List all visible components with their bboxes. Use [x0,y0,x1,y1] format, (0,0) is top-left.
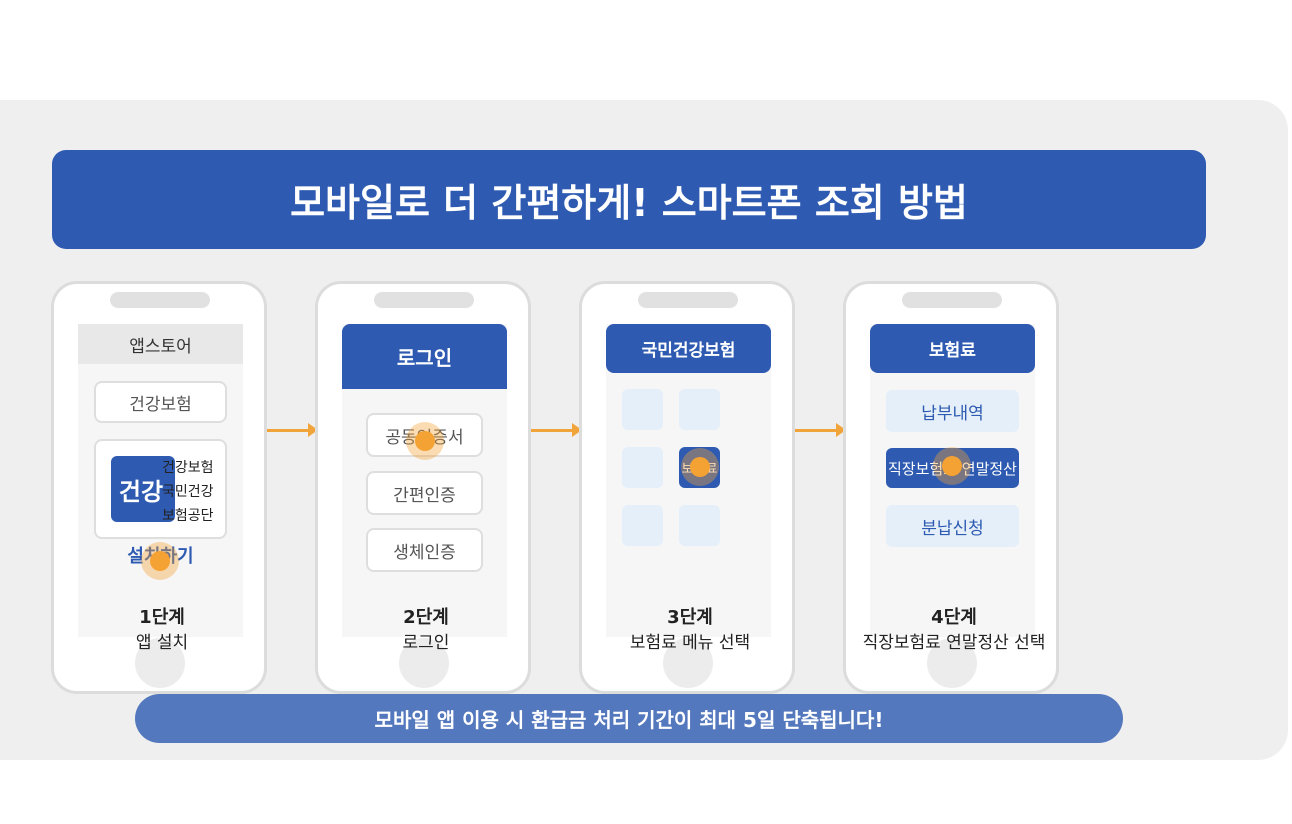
phone-step-4: 보험료 납부내역 직장보험료 연말정산 분납신청 4단계 직장보험료 연말정산 … [843,281,1059,694]
search-box[interactable]: 건강보험 [94,381,227,423]
tap-indicator-icon [681,448,719,486]
arrow-right-icon [793,423,846,437]
step-description: 직장보험료 연말정산 선택 [862,633,1046,653]
menu-tile[interactable] [622,447,663,488]
menu-tile[interactable] [679,389,720,430]
home-button [927,638,977,688]
installment-request-item[interactable]: 분납신청 [886,505,1019,547]
simple-auth-button[interactable]: 간편인증 [366,471,483,515]
step-description: 앱 설치 [135,633,189,653]
biometric-auth-button[interactable]: 생체인증 [366,528,483,572]
phone-speaker [374,292,474,308]
phone-screen: 앱스토어 건강보험 건강 건강보험 국민건강 보험공단 설치하기 [78,324,243,637]
step-number: 3단계 [667,607,713,628]
phone-speaker [902,292,1002,308]
home-button [663,638,713,688]
menu-tile[interactable] [622,505,663,546]
tap-indicator-icon [406,422,444,460]
phone-step-2: 로그인 공동인증서 간편인증 생체인증 2단계 로그인 [315,281,531,694]
phone-step-1: 앱스토어 건강보험 건강 건강보험 국민건강 보험공단 설치하기 1단계 앱 설… [51,281,267,694]
app-icon: 건강 [111,456,175,522]
menu-tile[interactable] [679,505,720,546]
phone-speaker [110,292,210,308]
arrow-right-icon [529,423,582,437]
home-button [399,638,449,688]
phone-screen: 국민건강보험 보험료 [606,324,771,637]
phone-speaker [638,292,738,308]
insurance-header: 보험료 [870,324,1035,373]
app-header: 국민건강보험 [606,324,771,373]
phone-step-3: 국민건강보험 보험료 3단계 보험료 메뉴 선택 [579,281,795,694]
footer-notice: 모바일 앱 이용 시 환급금 처리 기간이 최대 5일 단축됩니다! [135,694,1123,743]
phone-screen: 로그인 공동인증서 간편인증 생체인증 [342,324,507,637]
step-description: 보험료 메뉴 선택 [629,633,751,653]
app-store-header: 앱스토어 [78,324,243,364]
menu-tile[interactable] [622,389,663,430]
app-card[interactable]: 건강 건강보험 국민건강 보험공단 [94,439,227,539]
tap-indicator-icon [933,447,971,485]
payment-history-item[interactable]: 납부내역 [886,390,1019,432]
arrow-right-icon [265,423,318,437]
phone-screen: 보험료 납부내역 직장보험료 연말정산 분납신청 [870,324,1035,637]
app-name-line: 건강보험 [162,460,214,476]
tap-indicator-icon [141,542,179,580]
home-button [135,638,185,688]
step-description: 로그인 [402,633,450,653]
app-name-line: 보험공단 [162,508,214,524]
step-number: 4단계 [931,607,977,628]
step-number: 2단계 [403,607,449,628]
app-name-line: 국민건강 [162,484,214,500]
page-title: 모바일로 더 간편하게! 스마트폰 조회 방법 [52,150,1206,249]
app-name: 건강보험 국민건강 보험공단 [162,456,228,528]
login-header: 로그인 [342,324,507,389]
step-number: 1단계 [139,607,185,628]
